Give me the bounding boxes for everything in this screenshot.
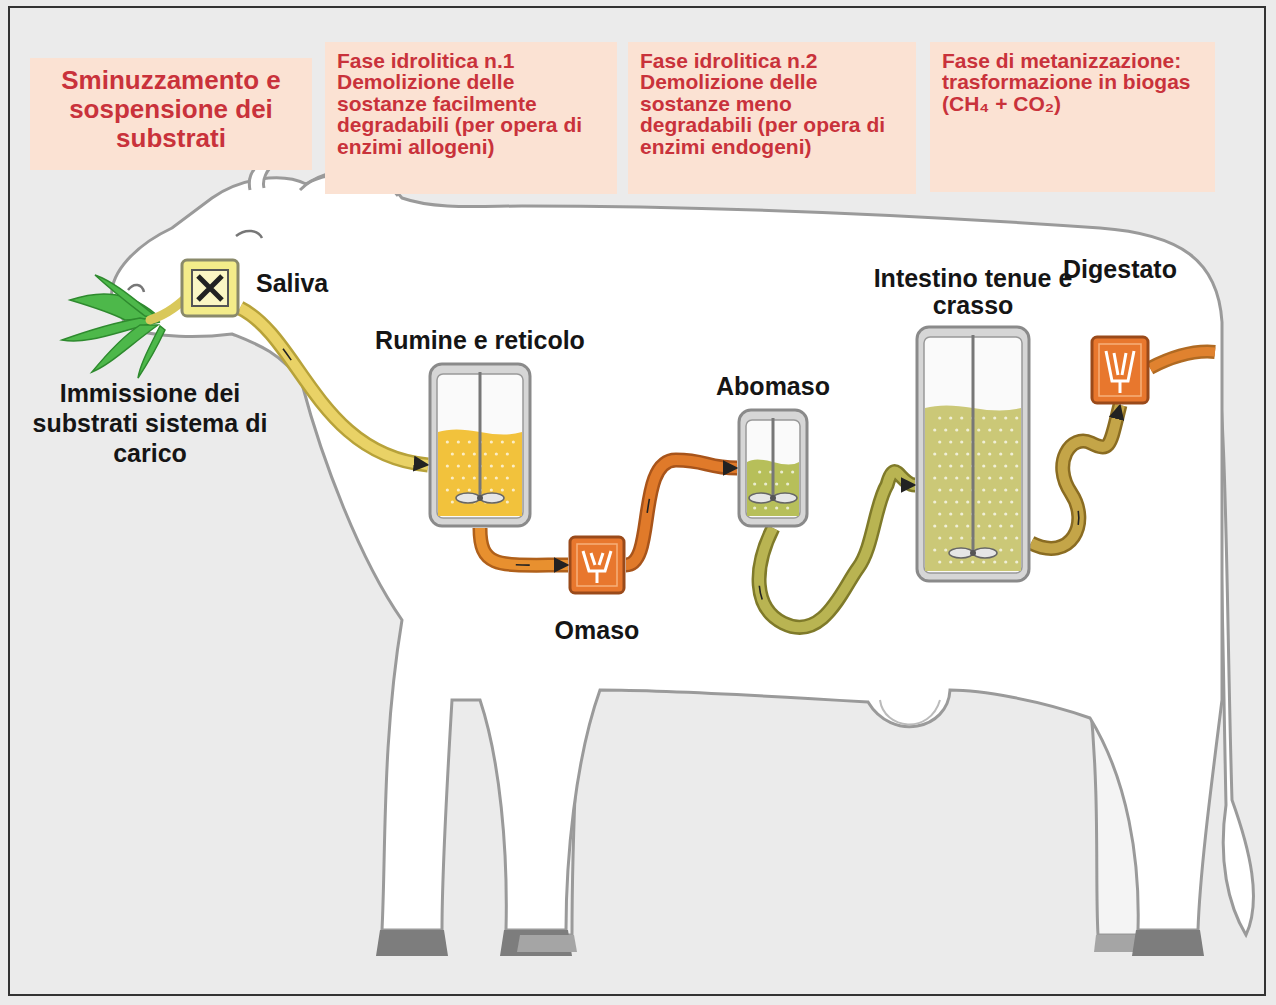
phase-box: Sminuzzamento e sospensione dei substrat… bbox=[30, 58, 312, 170]
phase-text: Fase idrolitica n.1 Demolizione delle so… bbox=[337, 50, 605, 157]
tube-outline bbox=[759, 472, 915, 628]
digestion-tube bbox=[759, 472, 915, 628]
component-label: Digestato bbox=[1030, 256, 1210, 283]
arrow-head bbox=[1031, 405, 1120, 548]
digester-node: Intestino tenue e crasso bbox=[915, 325, 1031, 583]
tube-body bbox=[626, 460, 737, 565]
cow-nostril bbox=[128, 285, 144, 292]
pump-symbol bbox=[568, 535, 626, 595]
flow-arrow-line bbox=[1031, 405, 1120, 548]
phase-box: Fase idrolitica n.2 Demolizione delle so… bbox=[628, 42, 916, 194]
digestion-tube bbox=[1031, 405, 1120, 548]
digester-tank bbox=[737, 408, 809, 528]
pump-node: Omaso bbox=[568, 535, 626, 595]
arrow-head bbox=[480, 528, 568, 565]
cow-eye bbox=[236, 231, 262, 238]
pump-node: Digestato bbox=[1090, 335, 1150, 405]
tube-outline bbox=[480, 528, 568, 565]
flow-arrow-line bbox=[626, 460, 737, 565]
loading-label: Immissione dei substrati sistema di cari… bbox=[30, 378, 270, 468]
digester-tank bbox=[428, 362, 532, 528]
cow-udder bbox=[880, 700, 940, 724]
component-label: Intestino tenue e crasso bbox=[848, 265, 1098, 319]
pump-symbol bbox=[1090, 335, 1150, 405]
component-label: Rumine e reticolo bbox=[320, 327, 640, 354]
phase-box: Fase idrolitica n.1 Demolizione delle so… bbox=[325, 42, 617, 194]
tube-body bbox=[480, 528, 568, 565]
tube-body bbox=[1031, 405, 1120, 548]
component-label: Omaso bbox=[517, 617, 677, 644]
tube-body bbox=[759, 472, 915, 628]
discharge-tube-core bbox=[1150, 352, 1215, 368]
phase-text: Fase idrolitica n.2 Demolizione delle so… bbox=[640, 50, 904, 157]
digester-node: Rumine e reticolo bbox=[428, 362, 532, 528]
discharge-tube bbox=[1150, 352, 1215, 368]
digestion-tube bbox=[480, 528, 568, 565]
cow-hooves bbox=[376, 930, 1204, 956]
component-label: Saliva bbox=[256, 270, 376, 297]
arrow-head bbox=[759, 472, 915, 628]
grass-leaves bbox=[62, 275, 165, 378]
phase-text: Fase di metanizzazione: trasformazione i… bbox=[942, 50, 1203, 114]
tube-outline bbox=[626, 460, 737, 565]
component-label: Abomaso bbox=[673, 373, 873, 400]
mixer-symbol bbox=[180, 258, 240, 318]
phase-box: Fase di metanizzazione: trasformazione i… bbox=[930, 42, 1215, 192]
flow-arrow-line bbox=[759, 472, 915, 628]
phase-text: Sminuzzamento e sospensione dei substrat… bbox=[42, 66, 300, 153]
arrow-head bbox=[626, 460, 737, 565]
digester-tank bbox=[915, 325, 1031, 583]
digester-node: Abomaso bbox=[737, 408, 809, 528]
digestion-tube bbox=[626, 460, 737, 565]
flow-arrow-line bbox=[480, 528, 568, 565]
mixer-node: Saliva bbox=[180, 258, 240, 318]
tube-outline bbox=[1031, 405, 1120, 548]
cow-body bbox=[112, 175, 1222, 930]
